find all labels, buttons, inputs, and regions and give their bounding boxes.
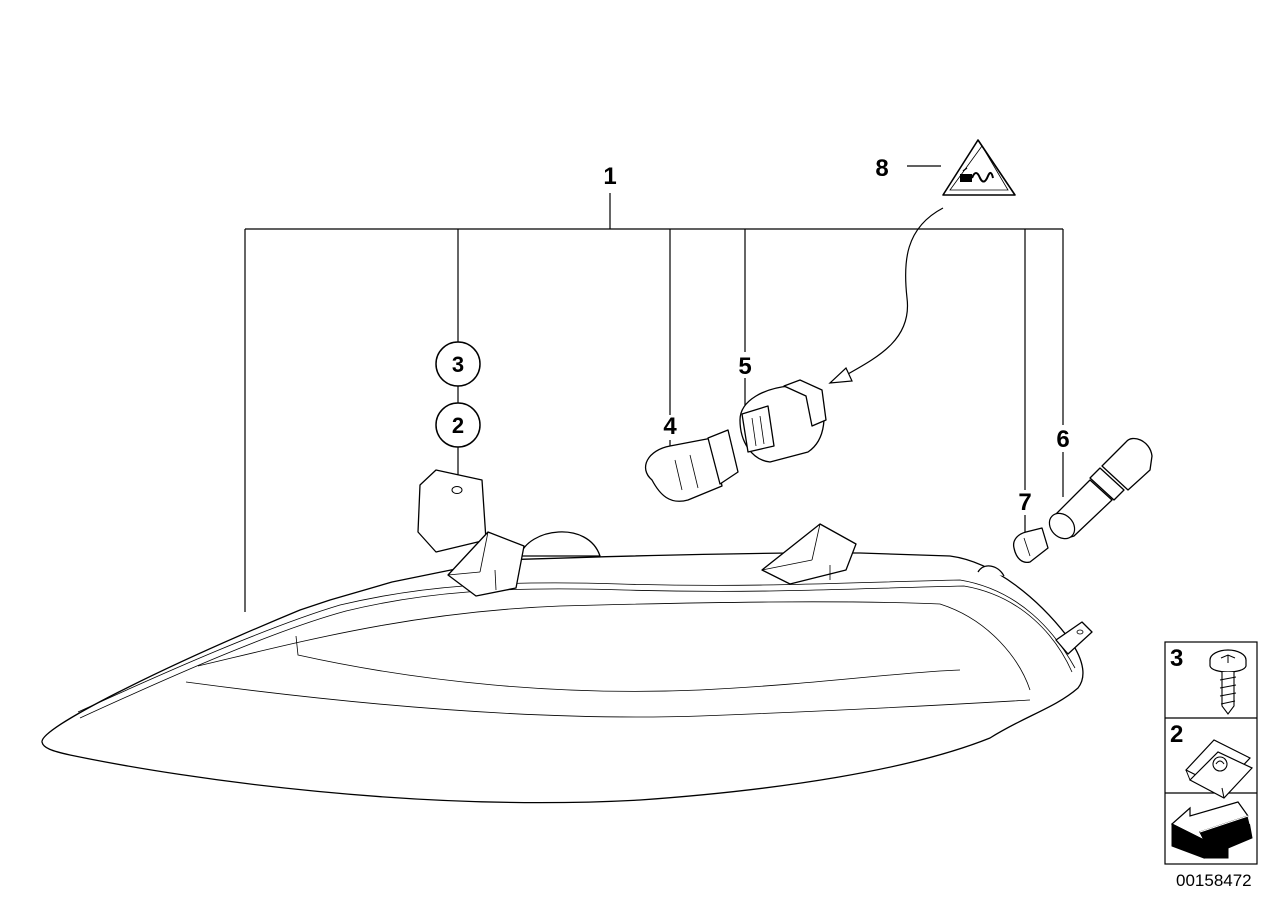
circled-callout-3: 3: [435, 341, 481, 387]
callout-6: 6: [1056, 426, 1069, 453]
legend-label-screw: 3: [1170, 645, 1183, 672]
leader-lines: [244, 165, 1064, 612]
circled-callout-2: 2: [435, 402, 481, 448]
diagram-id: 00158472: [1176, 871, 1252, 890]
headlight-housing: [41, 469, 1093, 804]
lubricant-warning-icon: [942, 139, 1016, 196]
bulb-holder-icon: [1048, 437, 1153, 540]
screw-icon: [1209, 649, 1247, 715]
direction-arrow-icon: [1170, 801, 1253, 859]
callout-8: 8: [875, 155, 888, 182]
svg-text:2: 2: [452, 413, 464, 438]
svg-text:3: 3: [452, 352, 464, 377]
legend-label-clip-nut: 2: [1170, 721, 1183, 748]
callout-1: 1: [603, 163, 616, 190]
bulb-small-icon: [1012, 527, 1049, 564]
bulb-socket-icon: [739, 379, 827, 463]
legend-box: 3 2: [1164, 641, 1258, 865]
callout-4: 4: [663, 413, 677, 440]
clip-nut-icon: [1185, 739, 1254, 799]
callout-7: 7: [1018, 489, 1031, 516]
callout-5: 5: [738, 353, 751, 380]
bulb-large-icon: [645, 429, 739, 502]
application-arrow: [828, 207, 944, 384]
